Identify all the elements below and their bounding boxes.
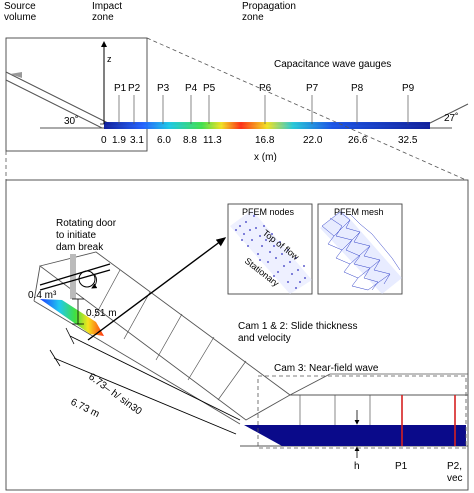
volume-label: 0.4 m³ — [28, 290, 57, 301]
z-axis-label: z — [107, 54, 112, 64]
x-tick-8: 26.6 — [348, 135, 368, 146]
source-label-line2: volume — [4, 12, 37, 23]
door-bar-1 — [39, 263, 111, 286]
x-tick-5: 11.3 — [203, 135, 222, 146]
rotation-arrow — [91, 273, 98, 289]
zoom-line-1 — [146, 37, 467, 181]
angle-right-label: 27˚ — [444, 112, 458, 124]
height-label: 0.51 m — [86, 308, 117, 319]
source-volume-mark — [10, 72, 22, 78]
gauges-title: Capacitance wave gauges — [274, 59, 391, 70]
pfem-node-dots — [235, 215, 306, 289]
cam12-label-line2: and velocity — [238, 333, 291, 344]
x-axis-label: x (m) — [254, 152, 277, 163]
pfem-nodes-band — [230, 210, 312, 294]
impact-label-line2: zone — [92, 12, 114, 23]
gauge-label-p5: P5 — [203, 83, 216, 94]
pfem-mesh-lines — [321, 211, 401, 291]
source-label-line1: Source — [4, 1, 36, 12]
h-label: h — [354, 461, 360, 472]
door-bar-2 — [39, 269, 111, 291]
ramp-line-lower — [5, 79, 103, 129]
dim-outer-label: 6.73 m — [69, 397, 101, 420]
propagation-label-line1: Propagation — [242, 1, 296, 12]
gauge-label-p7: P7 — [306, 83, 319, 94]
x-tick-1: 1.9 — [112, 135, 126, 146]
bottom-detail: PFEM nodes Top of flow Stationary PFEM m… — [5, 179, 469, 491]
pfem-nodes-title: PFEM nodes — [242, 207, 295, 217]
dim-outer-line — [53, 357, 237, 435]
impact-label-line1: Impact — [92, 1, 122, 12]
zoom-arrow — [87, 237, 227, 341]
channel-sections — [299, 395, 371, 425]
x-tick-2: 3.1 — [130, 135, 144, 146]
ramp-line-upper — [5, 71, 111, 125]
x-tick-6: 16.8 — [255, 135, 275, 146]
dim-outer-tick-left — [49, 349, 61, 367]
dim-inner-line — [69, 335, 241, 421]
cam3-label: Cam 3: Near-field wave — [274, 363, 379, 374]
x-tick-3: 6.0 — [157, 135, 171, 146]
zoom-box-top — [5, 37, 148, 152]
detail-frame — [5, 179, 469, 491]
gauge-ticks — [118, 95, 409, 124]
door-post — [70, 254, 76, 299]
pfem-mesh-title: PFEM mesh — [334, 207, 384, 217]
gauge-label-p3: P3 — [157, 83, 170, 94]
cam12-label-line1: Cam 1 & 2: Slide thickness — [238, 321, 358, 332]
x-tick-0: 0 — [101, 135, 107, 146]
ramp-sections — [93, 269, 247, 401]
p2-label-line2: vec — [447, 473, 463, 484]
door-label-line3: dam break — [56, 242, 104, 253]
x-tick-7: 22.0 — [303, 135, 323, 146]
gauge-label-p6: P6 — [259, 83, 272, 94]
pfem-mesh-band — [320, 210, 402, 294]
gauge-label-p4: P4 — [185, 83, 198, 94]
flume-right-slope — [427, 103, 469, 125]
x-tick-4: 8.8 — [183, 135, 197, 146]
channel-back-edge — [289, 373, 331, 396]
x-tick-9: 32.5 — [398, 135, 418, 146]
p2-label-line1: P2, — [447, 461, 462, 472]
door-label-line1: Rotating door — [56, 218, 117, 229]
gauge-label-p2: P2 — [128, 83, 141, 94]
p1-label: P1 — [395, 461, 408, 472]
wave-field — [104, 122, 430, 129]
door-label-line2: to initiate — [56, 230, 96, 241]
gauge-label-p8: P8 — [351, 83, 364, 94]
angle-left-label: 30˚ — [64, 115, 78, 127]
top-schematic: Source volume Impact zone Propagation zo… — [4, 1, 469, 181]
gauge-label-p1: P1 — [114, 83, 127, 94]
ramp-back-edge — [33, 265, 41, 302]
door-pivot — [78, 270, 96, 288]
slide-mass — [40, 299, 104, 336]
water-body — [244, 425, 466, 446]
dim-inner-tick-left — [65, 327, 75, 345]
gauge-label-p9: P9 — [402, 83, 415, 94]
propagation-label-line2: zone — [242, 12, 264, 23]
